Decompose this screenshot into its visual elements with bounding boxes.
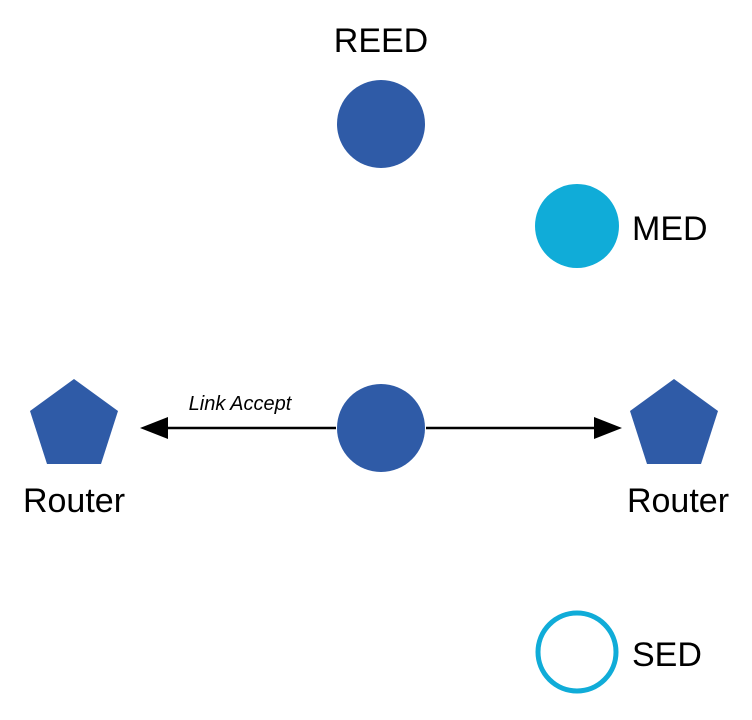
- node-router-left[interactable]: Router: [23, 379, 125, 520]
- node-router-right[interactable]: Router: [627, 379, 729, 520]
- router-right-pentagon-icon[interactable]: [630, 379, 718, 464]
- node-leader[interactable]: [337, 384, 425, 472]
- node-label-reed: REED: [334, 22, 428, 60]
- edge-label-link-accept: Link Accept: [189, 393, 293, 415]
- edge-leader-to-router-right: [426, 417, 622, 439]
- node-label-router-left: Router: [23, 482, 125, 520]
- sed-circle-icon[interactable]: [535, 610, 619, 694]
- leader-circle-icon[interactable]: [337, 384, 425, 472]
- node-label-sed: SED: [632, 636, 702, 674]
- arrowhead-left-icon: [140, 417, 168, 439]
- arrowhead-right-icon: [594, 417, 622, 439]
- node-sed[interactable]: SED: [535, 610, 702, 694]
- node-med[interactable]: MED: [535, 184, 708, 268]
- node-label-router-right: Router: [627, 482, 729, 520]
- node-label-med: MED: [632, 210, 708, 248]
- reed-circle-icon[interactable]: [337, 80, 425, 168]
- edge-leader-to-router-left: Link Accept: [140, 393, 336, 439]
- router-left-pentagon-icon[interactable]: [30, 379, 118, 464]
- node-reed[interactable]: REED: [334, 22, 428, 168]
- med-circle-icon[interactable]: [535, 184, 619, 268]
